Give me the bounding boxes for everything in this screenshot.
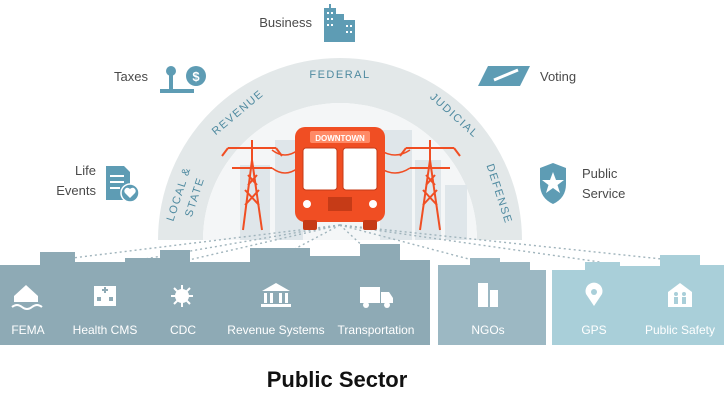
public-service-label-1: Public [582,166,618,181]
band-label-transportation: Transportation [338,323,415,337]
voting-label: Voting [540,69,576,84]
virus-icon [171,285,193,307]
right-power-tower [399,140,461,231]
bus-sign: DOWNTOWN [315,134,365,143]
life-events-item: Life Events [56,163,140,203]
band-label-health-cms: Health CMS [73,323,138,337]
svg-text:$: $ [192,69,200,84]
band-label-ngos: NGOs [471,323,504,337]
life-events-label-2: Events [56,183,96,198]
ballot-card-icon [478,66,530,86]
buildings-icon [478,283,498,307]
document-with-heart-icon [106,166,140,203]
family-icon [668,283,692,307]
life-events-label-1: Life [75,163,96,178]
business-label: Business [259,15,312,30]
taxes-item: Taxes $ [114,66,206,93]
bus-icon: DOWNTOWN [295,127,385,230]
taxes-label: Taxes [114,69,148,84]
public-service-label-2: Service [582,186,625,201]
map-pin-icon [585,282,603,306]
hospital-icon [94,286,116,306]
office-building-icon [324,4,355,42]
band-label-public-safety: Public Safety [645,323,715,337]
arc-label-federal: FEDERAL [309,69,370,81]
voting-item: Voting [478,66,576,86]
band-label-gps: GPS [581,323,606,337]
truck-icon [360,287,393,308]
scale-with-dollar-icon: $ [160,66,206,93]
main-band [0,244,430,345]
diagram-title: Public Sector [267,367,408,392]
shield-star-icon [540,163,566,204]
government-building-icon [261,283,291,307]
flooded-house-icon [11,285,43,310]
public-service-item: Public Service [540,163,625,204]
band-label-fema: FEMA [11,323,44,337]
left-power-tower [221,140,283,231]
business-item: Business [259,4,355,42]
band-label-revenue-systems: Revenue Systems [227,323,324,337]
right-band [552,255,724,345]
band-label-cdc: CDC [170,323,196,337]
